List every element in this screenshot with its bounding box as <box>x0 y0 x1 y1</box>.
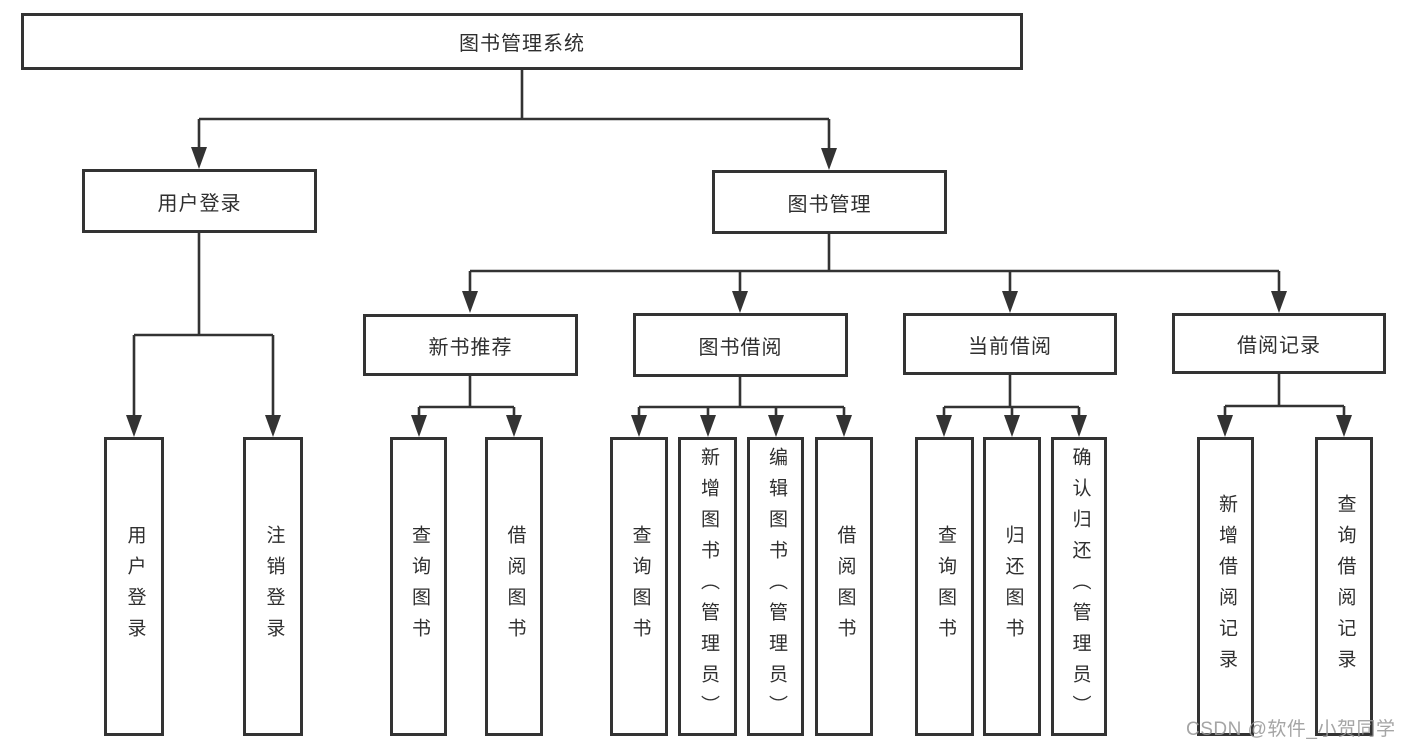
leaf-borrow-books-recommend: 借阅图书 <box>485 437 543 736</box>
node-current-borrowing: 当前借阅 <box>903 313 1117 375</box>
csdn-watermark: CSDN @软件_小贺同学 <box>1186 719 1396 740</box>
node-borrowing-records: 借阅记录 <box>1172 313 1386 374</box>
leaf-confirm-return-admin: 确认归还（管理员） <box>1051 437 1107 736</box>
leaf-add-borrow-record: 新增借阅记录 <box>1197 437 1254 736</box>
leaf-borrow-books: 借阅图书 <box>815 437 873 736</box>
tree-connectors <box>132 70 1346 418</box>
root-node-library-system: 图书管理系统 <box>21 13 1023 70</box>
leaf-add-books-admin: 新增图书（管理员） <box>678 437 737 736</box>
node-book-borrowing: 图书借阅 <box>633 313 848 377</box>
node-user-login: 用户登录 <box>82 169 317 233</box>
leaf-edit-books-admin: 编辑图书（管理员） <box>747 437 804 736</box>
node-book-management: 图书管理 <box>712 170 947 234</box>
leaf-query-books-current: 查询图书 <box>915 437 974 736</box>
leaf-user-login: 用户登录 <box>104 437 164 736</box>
leaf-return-books: 归还图书 <box>983 437 1041 736</box>
leaf-logout: 注销登录 <box>243 437 303 736</box>
leaf-query-borrow-record: 查询借阅记录 <box>1315 437 1373 736</box>
leaf-query-books-borrowing: 查询图书 <box>610 437 668 736</box>
node-new-book-recommendation: 新书推荐 <box>363 314 578 376</box>
leaf-query-books-recommend: 查询图书 <box>390 437 447 736</box>
arrowheads <box>126 147 1352 437</box>
